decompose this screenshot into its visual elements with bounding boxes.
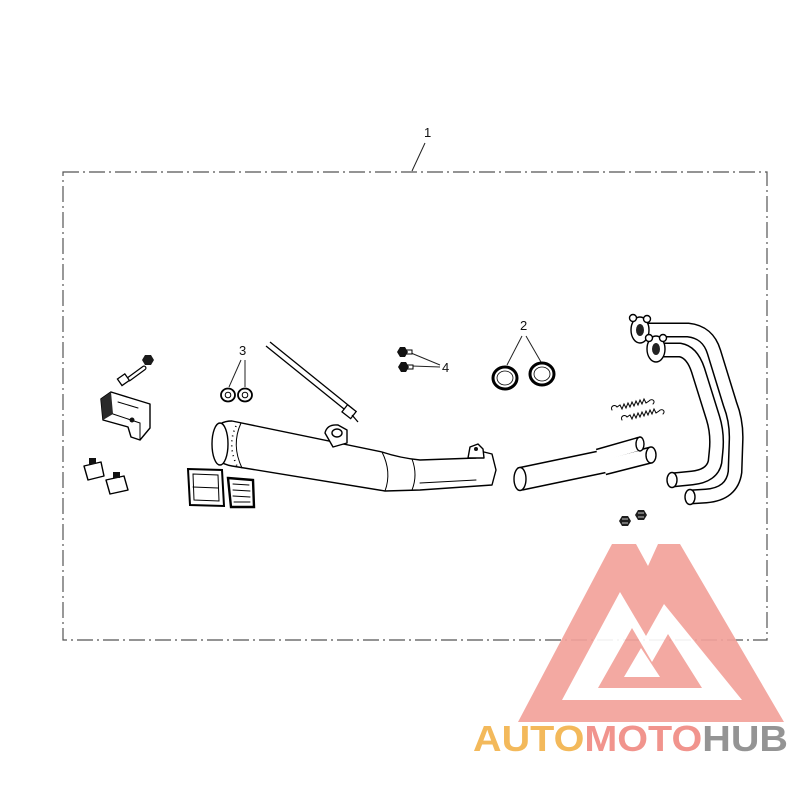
callout-4-leader-top bbox=[410, 352, 441, 366]
callout-4: 4 bbox=[410, 352, 449, 375]
gasket-right bbox=[528, 361, 556, 387]
header-outer-outlet bbox=[684, 488, 696, 506]
callout-4-leader-bottom bbox=[411, 365, 441, 368]
rubber-pad-left-tab bbox=[89, 458, 96, 464]
rubber-pad-left bbox=[83, 461, 105, 481]
link-pipe-joint bbox=[411, 458, 416, 491]
heat-shield-pads bbox=[186, 467, 256, 509]
exhaust-springs bbox=[611, 397, 665, 421]
bracket-bolt-and-nut bbox=[116, 355, 154, 387]
heat-pad-left-fold bbox=[192, 486, 219, 489]
muffler-taper-seam bbox=[381, 451, 389, 492]
mid-pipe-main bbox=[517, 450, 609, 490]
callout-3: 3 bbox=[228, 343, 246, 388]
header-stud-lower-a bbox=[644, 333, 654, 343]
bolt-top-head bbox=[397, 347, 408, 357]
rubber-pad-right bbox=[105, 475, 129, 495]
cable-tie-tail bbox=[351, 414, 359, 423]
header-nut-right bbox=[635, 510, 647, 520]
muffler-rivet-ring bbox=[230, 425, 238, 467]
mid-pipe-upper-outlet bbox=[635, 436, 645, 452]
callout-3-label: 3 bbox=[239, 343, 246, 358]
callout-2-label: 2 bbox=[520, 318, 527, 333]
rubber-pad-right-tab bbox=[113, 472, 120, 478]
bracket-bolt-shank bbox=[127, 366, 146, 381]
header-port-upper bbox=[636, 324, 644, 336]
header-inner-outlet bbox=[666, 471, 678, 489]
header-stud-upper-b bbox=[642, 314, 652, 324]
heat-pad-left-inner bbox=[192, 473, 220, 502]
header-stud-upper-a bbox=[628, 313, 638, 323]
outlet-fitting-hole bbox=[474, 447, 478, 451]
logo-word-auto: AUTO bbox=[473, 718, 584, 759]
rubber-mounting-pads bbox=[83, 458, 129, 495]
mid-pipe-lower-branch bbox=[602, 448, 653, 474]
bracket-shaded-face bbox=[101, 392, 113, 420]
gasket-left-inner bbox=[496, 370, 514, 386]
callout-3-leader-left bbox=[228, 359, 242, 388]
callout-1: 1 bbox=[411, 125, 431, 172]
callout-1-label: 1 bbox=[424, 125, 431, 140]
muffler-end-seam bbox=[235, 422, 243, 469]
kit-boundary-frame bbox=[62, 171, 768, 641]
spring-upper bbox=[611, 397, 655, 411]
callout-2: 2 bbox=[506, 318, 542, 366]
mid-pipe-lower-outlet bbox=[645, 446, 657, 464]
callout-2-leader-right bbox=[525, 335, 542, 363]
sealing-washers bbox=[220, 387, 253, 403]
bracket-hole bbox=[129, 417, 135, 423]
header-nut-right-thread bbox=[638, 512, 644, 518]
mid-y-pipe bbox=[513, 436, 657, 492]
washer-left bbox=[220, 387, 236, 403]
washer-right-hole bbox=[241, 391, 249, 399]
header-nut-left-thread bbox=[622, 518, 628, 524]
bracket-slot bbox=[117, 401, 139, 409]
logo-inner-mark bbox=[598, 628, 702, 688]
callout-1-leader bbox=[411, 142, 426, 172]
mounting-bolts bbox=[397, 347, 414, 372]
logo-inner-cutout bbox=[624, 648, 660, 677]
link-pipe-highlight bbox=[419, 479, 477, 484]
cable-tie bbox=[265, 341, 359, 423]
header-pipes bbox=[628, 313, 744, 506]
mid-pipe-upper-branch bbox=[596, 438, 642, 462]
muffler-body bbox=[212, 420, 497, 492]
header-nuts bbox=[619, 510, 647, 526]
washer-right bbox=[237, 387, 253, 403]
gasket-left bbox=[491, 365, 519, 391]
header-stud-lower-b bbox=[658, 333, 668, 343]
logo-word-hub: HUB bbox=[702, 718, 788, 759]
bolt-bottom-head bbox=[398, 362, 409, 372]
muffler-hanger-eye bbox=[331, 428, 343, 438]
callout-4-label: 4 bbox=[442, 360, 449, 375]
muffler bbox=[211, 420, 497, 492]
header-port-lower bbox=[652, 343, 660, 355]
bracket-bolt-head bbox=[116, 372, 131, 387]
gasket-right-inner bbox=[533, 366, 551, 382]
heat-pad-right bbox=[226, 476, 256, 509]
cable-tie-strap-edge-2 bbox=[269, 341, 354, 410]
logo-word-moto: MOTO bbox=[584, 718, 702, 759]
washer-left-hole bbox=[224, 391, 232, 399]
callout-2-leader-left bbox=[506, 335, 523, 366]
bracket-fold-line bbox=[112, 413, 141, 441]
muffler-mounting-bracket bbox=[100, 391, 151, 441]
header-pipe-outer bbox=[646, 324, 743, 503]
cable-tie-strap-edge-1 bbox=[265, 345, 350, 414]
spring-lower bbox=[621, 407, 665, 421]
mid-pipe-inlet bbox=[513, 466, 527, 492]
header-nut-left bbox=[619, 516, 631, 526]
exhaust-gaskets bbox=[491, 361, 556, 391]
header-pipe-inner bbox=[662, 344, 723, 486]
bracket-nut bbox=[142, 355, 154, 365]
heat-pad-right-hatch bbox=[232, 483, 251, 503]
muffler-end-cap bbox=[211, 422, 229, 466]
